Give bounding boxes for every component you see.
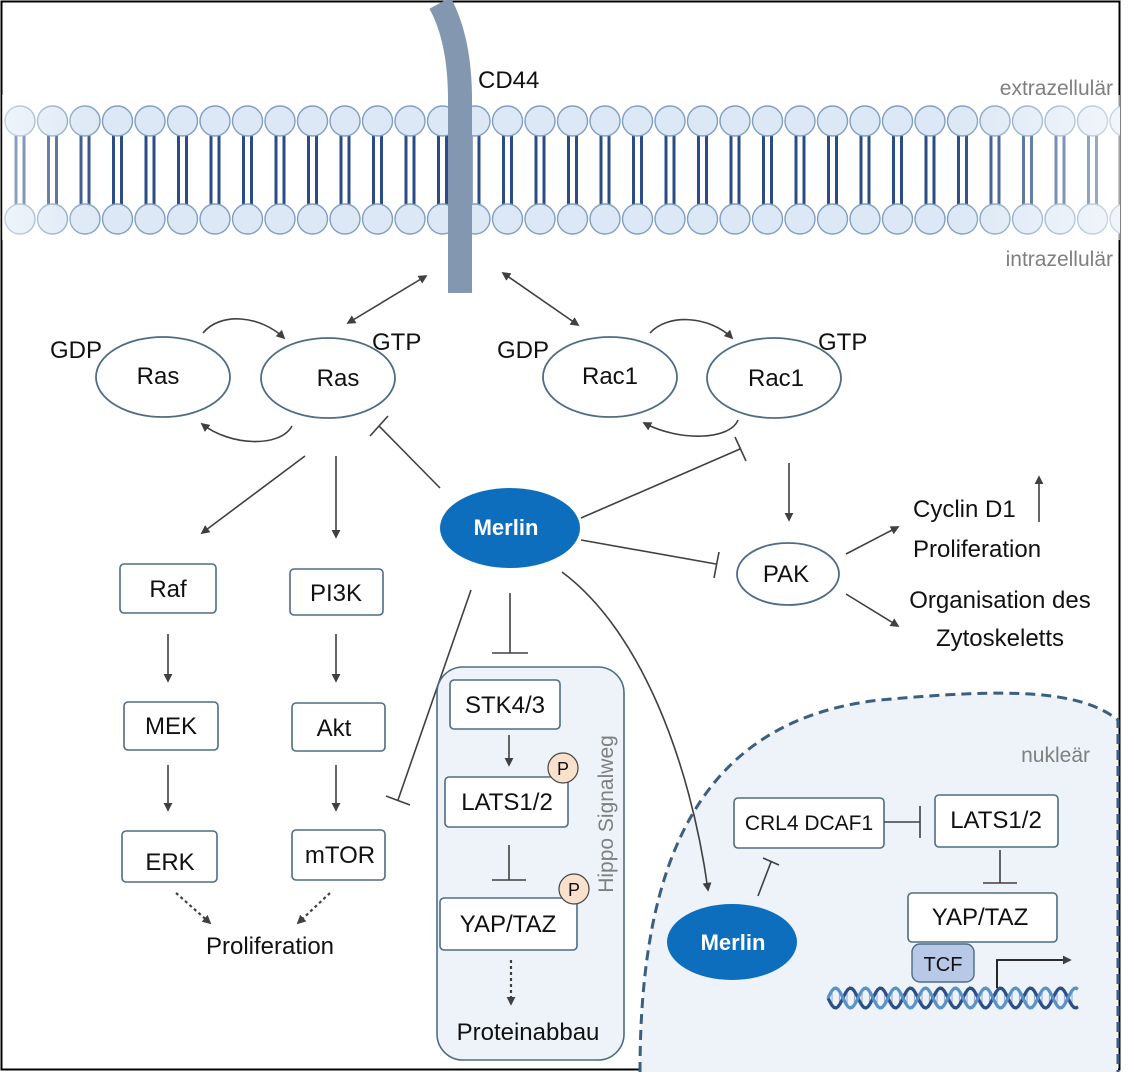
hippo-lats-node [444,776,569,828]
extracellular-label: extrazellulär [1000,77,1113,100]
merlin-node [440,488,580,568]
hippo-yap-label: YAP/TAZ [460,911,556,938]
pi3k-label: PI3K [310,580,362,607]
merlin-inhibits-rac [580,448,741,519]
ras-gtp-label: GTP [372,329,421,356]
ras-inactivation-arrow [200,422,293,443]
erk-label: ERK [145,849,194,876]
ras-gdp-node-label: Ras [137,363,180,390]
ras-gtp-node [260,337,396,419]
akt-node [291,702,386,752]
merlin-inhibits-pak-bar [713,551,720,579]
merlin-inhibits-ras-bar [369,415,389,437]
ras-to-raf-arrow [200,455,306,535]
merlin-inhibits-mtor [397,589,472,801]
nuclear-merlin-node [667,904,797,980]
yap-phospho-label: P [568,880,580,900]
merlin-translocation-arrow [561,571,712,892]
ras-gdp-label: GDP [50,337,102,364]
hippo-yap-node [439,897,578,951]
mtor-node [291,829,386,881]
rac-gdp-node-label: Rac1 [582,363,638,390]
transcription-start-arrow [996,955,1072,988]
erk-node [121,830,218,883]
pi3k-node [289,568,384,616]
rac-gtp-node [706,337,842,419]
tcf-node [911,943,975,983]
tcf-label: TCF [924,954,963,976]
rac-gtp-label: GTP [818,329,867,356]
cd44-receptor [429,0,472,293]
cyclin-d1-label: Cyclin D1 [913,496,1016,523]
mek-node [123,701,219,751]
intracellular-label: intrazellulär [1006,248,1113,271]
nuclear-label: nukleär [1021,744,1090,767]
nuclear-lats-node [934,794,1059,848]
rac-activation-arrow [649,318,734,340]
stk-label: STK4/3 [465,692,545,719]
rac-gdp-label: GDP [497,337,549,364]
rac-gdp-node [542,336,678,418]
akt-label: Akt [317,715,352,742]
cytoskeleton-label-line1: Organisation des [909,587,1090,614]
lats-phospho-label: P [557,759,569,779]
mek-label: MEK [145,713,197,740]
pak-to-cytoskeleton-arrow [845,593,900,627]
proliferation-label: Proliferation [206,933,334,960]
rac-gtp-node-label: Rac1 [748,365,804,392]
merlin-inhibits-rac-bar [734,436,747,462]
yap-phospho-badge [558,873,590,905]
ras-gtp-node-label: Ras [317,365,360,392]
nucleus-region [638,691,1120,1073]
pak-to-cyclin-arrow [845,526,900,555]
rac-inactivation-arrow [642,419,739,437]
protein-degradation-label: Proteinabbau [457,1019,600,1046]
raf-label: Raf [149,576,187,603]
nuclear-merlin-inhibits-crl4 [757,861,772,897]
hippo-lats-label: LATS1/2 [461,789,553,816]
cd44-ras-link [346,275,428,324]
ras-gdp-node [95,336,231,418]
dna-strand [826,986,1079,1010]
cd44-rac-link [501,271,580,327]
nuclear-merlin-label: Merlin [701,930,766,955]
mtor-to-proliferation-arrow [296,892,331,925]
nuclear-yap-label: YAP/TAZ [932,904,1028,931]
cytoskeleton-label-line2: Zytoskeletts [936,625,1064,652]
nuclear-merlin-inhibits-crl4-bar [762,857,780,866]
raf-node [119,563,217,614]
merlin-inhibits-ras [378,425,441,489]
pak-label: PAK [763,561,809,588]
stk-node [449,679,561,730]
merlin-inhibits-mtor-bar [385,795,411,806]
dna-helix [826,986,1079,1010]
lats-phospho-badge [547,752,579,784]
mtor-label: mTOR [305,842,375,869]
merlin-inhibits-pak [580,539,717,565]
cyclin-proliferation-label: Proliferation [913,536,1041,563]
cell-membrane [2,95,1120,240]
crl4-label: CRL4 DCAF1 [745,812,873,835]
dna-strand [826,986,1079,1010]
nuclear-yap-node [907,892,1058,943]
hippo-panel-label: Hippo Signalweg [595,735,618,893]
cd44-label: CD44 [478,67,539,94]
merlin-label: Merlin [474,515,539,540]
erk-to-proliferation-arrow [175,892,212,925]
ras-activation-arrow [202,318,286,340]
pak-node [736,542,840,606]
crl4-node [733,797,885,849]
nuclear-lats-label: LATS1/2 [950,807,1042,834]
